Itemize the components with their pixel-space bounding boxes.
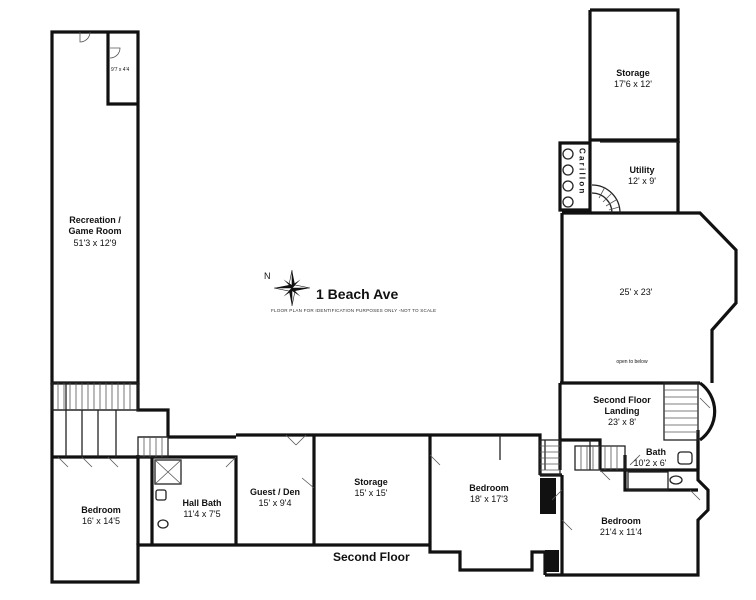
- hall-bath-dimension: 11'4 x 7'5: [183, 509, 220, 519]
- spiral-stair: [591, 184, 621, 214]
- utility-dimension: 12' x 9': [628, 176, 656, 186]
- storage-mid-dimension: 15' x 15': [355, 488, 388, 498]
- recreation-room-name-1: Recreation /: [69, 215, 121, 225]
- landing-name-1: Second Floor: [593, 395, 651, 405]
- guest-den-name: Guest / Den: [250, 487, 300, 497]
- bedroom-mid-name: Bedroom: [469, 483, 509, 493]
- staircase-left: [51, 382, 139, 411]
- bath-fixtures: [627, 451, 693, 491]
- hall-bath-name: Hall Bath: [182, 498, 221, 508]
- open-to-below-note: open to below: [616, 359, 648, 365]
- staircase-hall: [137, 436, 169, 458]
- floor-label: Second Floor: [333, 550, 410, 564]
- bath-name: Bath: [646, 447, 666, 457]
- bedroom-se-name: Bedroom: [601, 516, 641, 526]
- closet-dimension: 9'7 x 4'4: [111, 67, 130, 73]
- storage-mid-name: Storage: [354, 477, 388, 487]
- carillon-bells: [562, 148, 574, 208]
- bedroom-sw-name: Bedroom: [81, 505, 121, 515]
- storage-top-dimension: 17'6 x 12': [614, 79, 652, 89]
- storage-top-name: Storage: [616, 68, 650, 78]
- open-room-dimension: 25' x 23': [620, 287, 653, 297]
- compass-north-label: N: [264, 271, 271, 281]
- landing-dimension: 23' x 8': [608, 417, 636, 427]
- guest-den-dimension: 15' x 9'4: [259, 498, 292, 508]
- compass-icon: [273, 269, 311, 307]
- carillon-label: C a r i l l o n: [578, 148, 587, 193]
- recreation-room-dimension: 51'3 x 12'9: [74, 238, 117, 248]
- bedroom-sw-dimension: 16' x 14'5: [82, 516, 120, 526]
- staircase-landing-right: [663, 382, 699, 441]
- doors: [57, 31, 711, 531]
- recreation-room-name-2: Game Room: [68, 226, 121, 236]
- bedroom-mid-dimension: 18' x 17'3: [470, 494, 508, 504]
- disclaimer-note: FLOOR PLAN FOR IDENTIFICATION PURPOSES O…: [271, 308, 436, 313]
- fireplace-icon: [540, 478, 559, 572]
- utility-name: Utility: [629, 165, 654, 175]
- landing-name-2: Landing: [605, 406, 640, 416]
- bedroom-se-dimension: 21'4 x 11'4: [600, 527, 642, 537]
- staircase-landing-left: [539, 439, 561, 476]
- bath-dimension: 10'2 x 6': [634, 458, 667, 468]
- address-title: 1 Beach Ave: [316, 286, 398, 302]
- hall-bath-fixtures: [154, 459, 182, 529]
